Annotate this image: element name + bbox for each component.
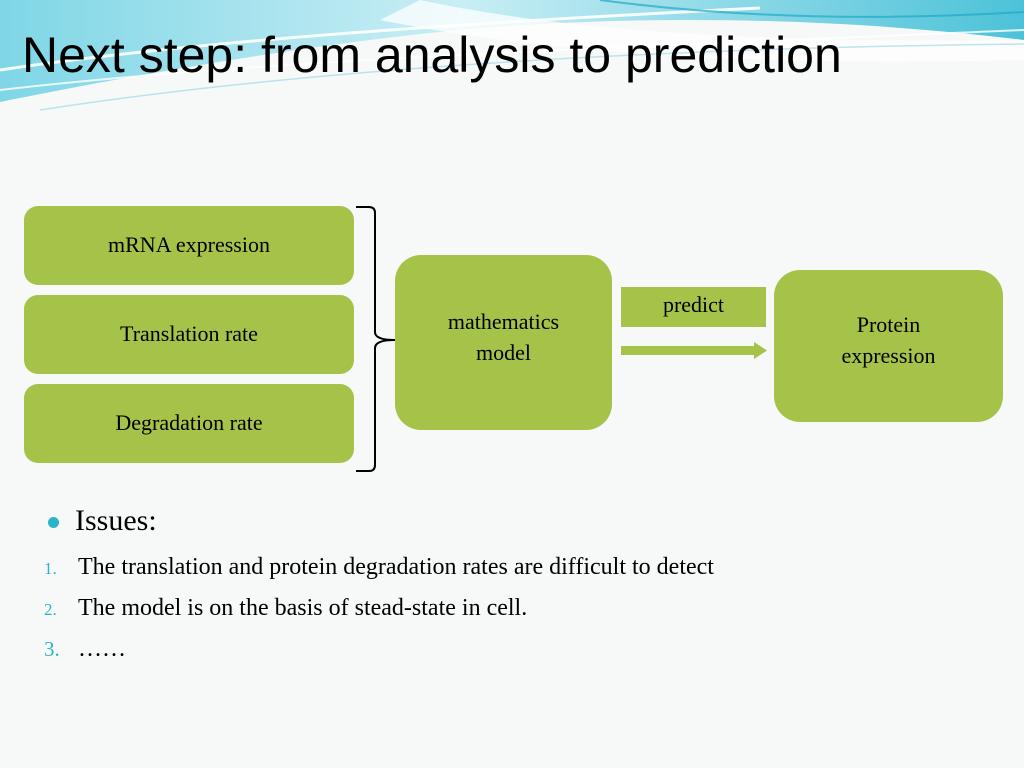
predict-arrow-shaft [621, 346, 754, 355]
predict-arrow-head [754, 342, 767, 359]
issue-number: 3. [44, 636, 60, 661]
output-node-line1: Protein [856, 312, 921, 338]
model-node: mathematics model [395, 255, 612, 430]
grouping-brace [356, 206, 396, 472]
input-node-translation-rate: Translation rate [24, 295, 354, 374]
issue-item: 2. The model is on the basis of stead-st… [44, 594, 1004, 623]
edge-label-predict: predict [621, 287, 766, 327]
output-node-line2: expression [841, 343, 936, 368]
input-node-mrna-expression: mRNA expression [24, 206, 354, 285]
model-node-line1: mathematics [447, 308, 560, 334]
issue-text: The translation and protein degradation … [78, 554, 714, 580]
issue-number: 1. [44, 559, 57, 578]
output-node: Protein expression [774, 270, 1003, 422]
issue-item: 1. The translation and protein degradati… [44, 553, 1004, 582]
issue-number: 2. [44, 599, 57, 619]
slide-title: Next step: from analysis to prediction [22, 27, 842, 83]
bullet-dot-icon [48, 516, 59, 528]
input-node-degradation-rate: Degradation rate [24, 384, 354, 463]
issue-text: …… [78, 635, 126, 662]
model-node-line2: model [476, 339, 531, 365]
issues-heading-text: Issues: [75, 504, 157, 537]
issues-heading: Issues: [48, 504, 157, 538]
issue-item: 3. …… [44, 635, 1004, 664]
issues-list: 1. The translation and protein degradati… [44, 553, 1004, 663]
issue-text: The model is on the basis of stead-state… [78, 594, 528, 621]
